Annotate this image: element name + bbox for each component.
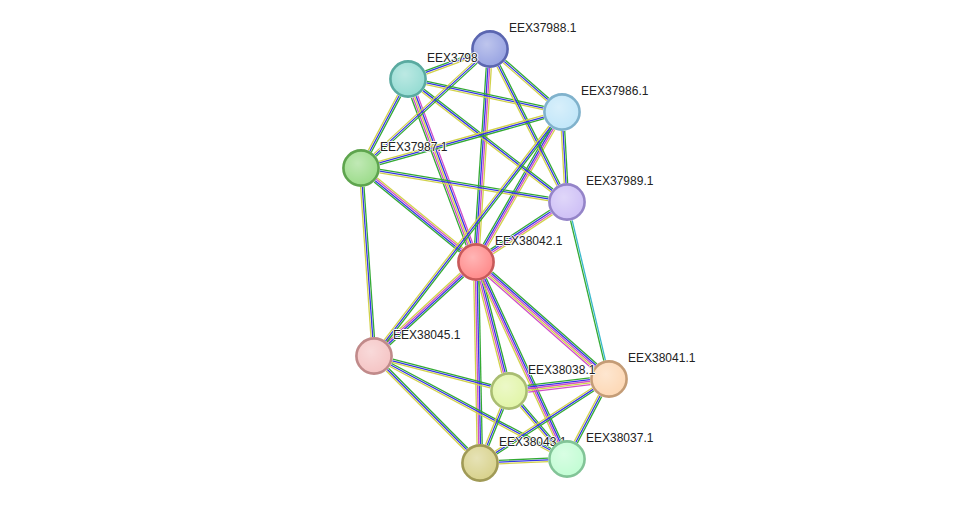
- node-label: EEX37986.1: [581, 84, 648, 98]
- node-label: EEX37987.1: [380, 140, 447, 154]
- evidence-line: [418, 96, 473, 243]
- node-circle: [389, 60, 427, 98]
- protein-node: EEX38043.1: [461, 444, 499, 482]
- interaction-edge: [361, 187, 375, 337]
- evidence-line: [379, 173, 548, 201]
- interaction-edge: [474, 281, 482, 444]
- node-circle: [342, 149, 380, 187]
- evidence-line: [561, 131, 564, 183]
- evidence-line: [503, 63, 546, 101]
- evidence-line: [387, 370, 466, 450]
- evidence-line: [380, 119, 544, 165]
- protein-node: EEX38042.1: [457, 243, 495, 281]
- interaction-edge: [379, 115, 544, 164]
- protein-node: EEX37989.1: [548, 183, 586, 221]
- protein-node: EEX37987.1: [342, 149, 380, 187]
- interaction-edge: [561, 131, 567, 183]
- node-circle: [457, 243, 495, 281]
- evidence-line: [362, 187, 372, 337]
- evidence-line: [572, 220, 605, 360]
- protein-node: EEX38037.1: [548, 440, 586, 478]
- evidence-line: [374, 182, 460, 252]
- node-circle: [461, 444, 499, 482]
- evidence-line: [528, 385, 590, 392]
- interaction-edge: [426, 81, 544, 109]
- evidence-line: [528, 383, 590, 390]
- evidence-line: [474, 281, 477, 444]
- evidence-line: [377, 178, 463, 248]
- interaction-edge: [379, 169, 548, 200]
- evidence-line: [571, 221, 604, 361]
- node-circle: [490, 372, 528, 410]
- evidence-line: [491, 273, 595, 365]
- evidence-line: [380, 171, 549, 199]
- node-label: EEX38038.1: [528, 363, 595, 377]
- protein-node: EEX3798: [389, 60, 427, 98]
- evidence-line: [528, 381, 590, 388]
- evidence-line: [486, 408, 501, 445]
- evidence-line: [389, 368, 468, 448]
- node-label: EEX37989.1: [586, 174, 653, 188]
- evidence-line: [380, 169, 549, 197]
- evidence-line: [379, 115, 543, 161]
- evidence-line: [387, 274, 461, 342]
- interaction-edge: [386, 273, 464, 345]
- node-label: EEX38041.1: [628, 351, 695, 365]
- evidence-line: [386, 273, 460, 341]
- evidence-line: [499, 462, 548, 464]
- interaction-edge: [386, 368, 468, 450]
- interaction-edge: [571, 220, 606, 360]
- interaction-edge: [503, 60, 549, 101]
- node-label: EEX37988.1: [509, 21, 576, 35]
- evidence-line: [375, 62, 476, 155]
- node-label: EEX38037.1: [586, 431, 653, 445]
- interaction-edge: [374, 178, 463, 252]
- evidence-line: [376, 179, 462, 249]
- evidence-line: [386, 371, 465, 451]
- evidence-line: [375, 181, 461, 251]
- protein-node: EEX37986.1: [543, 93, 581, 131]
- interaction-edge: [527, 378, 590, 392]
- evidence-line: [379, 117, 543, 163]
- node-circle: [548, 183, 586, 221]
- node-circle: [590, 360, 628, 398]
- protein-node: EEX38041.1: [590, 360, 628, 398]
- evidence-line: [493, 272, 597, 364]
- evidence-line: [384, 126, 549, 340]
- protein-node: EEX38038.1: [490, 372, 528, 410]
- interaction-edge: [499, 458, 548, 464]
- node-label: EEX38045.1: [393, 328, 460, 342]
- evidence-line: [361, 187, 371, 337]
- interaction-edge: [384, 126, 552, 342]
- interaction-edge: [411, 96, 472, 246]
- node-circle: [355, 337, 393, 375]
- protein-node: EEX38045.1: [355, 337, 393, 375]
- node-circle: [548, 440, 586, 478]
- node-circle: [543, 93, 581, 131]
- node-label: EEX38042.1: [495, 234, 562, 248]
- node-label: EEX3798: [427, 51, 478, 65]
